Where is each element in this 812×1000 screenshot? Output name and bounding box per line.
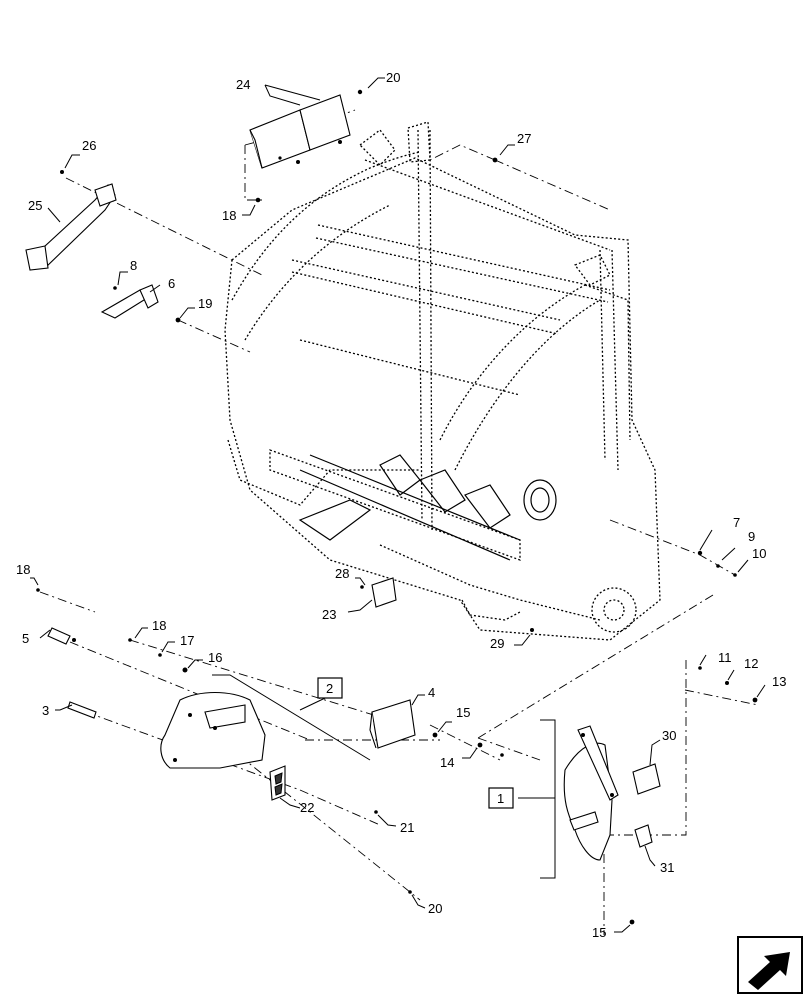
baler-frame xyxy=(224,121,661,641)
callout-21: 21 xyxy=(400,820,414,835)
callout-7: 7 xyxy=(733,515,740,530)
callout-3: 3 xyxy=(42,703,49,718)
callout-11: 11 xyxy=(718,650,732,665)
callout-25: 25 xyxy=(28,198,42,213)
decal-part-22 xyxy=(269,765,286,801)
callout-12: 12 xyxy=(744,656,758,671)
callout-28: 28 xyxy=(335,566,349,581)
boxed-callout-2: 2 xyxy=(317,677,343,699)
callout-20-bottom: 20 xyxy=(428,901,442,916)
next-page-arrow-icon[interactable] xyxy=(737,936,803,994)
shield-part-1 xyxy=(563,725,619,861)
callout-10: 10 xyxy=(752,546,766,561)
shield-plate-part-2 xyxy=(160,692,266,769)
callout-8: 8 xyxy=(130,258,137,273)
bracket-part-6 xyxy=(100,284,159,319)
pin-part-3 xyxy=(67,701,97,719)
arm-part-25 xyxy=(25,183,117,271)
callout-5: 5 xyxy=(22,631,29,646)
callout-20-top: 20 xyxy=(386,70,400,85)
callout-18-top: 18 xyxy=(222,208,236,223)
callout-24: 24 xyxy=(236,77,250,92)
callout-17: 17 xyxy=(180,633,194,648)
callout-15-bottom: 15 xyxy=(592,925,606,940)
callout-4: 4 xyxy=(428,685,435,700)
callout-29: 29 xyxy=(490,636,504,651)
callout-31: 31 xyxy=(660,860,674,875)
callout-27: 27 xyxy=(517,131,531,146)
callout-16: 16 xyxy=(208,650,222,665)
bracket-part-24 xyxy=(249,94,351,169)
callout-9: 9 xyxy=(748,529,755,544)
callout-13: 13 xyxy=(772,674,786,689)
rotor-assembly xyxy=(298,454,557,561)
boxed-callout-1: 1 xyxy=(488,787,514,809)
callout-14: 14 xyxy=(440,755,454,770)
assembly-lines xyxy=(39,109,759,935)
guard-part-4 xyxy=(369,699,416,749)
callout-18-left: 18 xyxy=(16,562,30,577)
callout-30: 30 xyxy=(662,728,676,743)
callout-26: 26 xyxy=(82,138,96,153)
callout-15-mid: 15 xyxy=(456,705,470,720)
leader-lines xyxy=(30,77,766,933)
boxed-callout-1-label: 1 xyxy=(497,791,504,806)
callout-labels: 20 24 26 27 25 18 8 6 19 7 9 10 18 28 23… xyxy=(16,70,786,940)
callout-23: 23 xyxy=(322,607,336,622)
boxed-callout-2-label: 2 xyxy=(326,681,333,696)
decal-part-30 xyxy=(632,763,661,795)
plate-part-23 xyxy=(371,577,397,608)
callout-19: 19 xyxy=(198,296,212,311)
clip-part-5 xyxy=(47,627,76,645)
hardware-bolts xyxy=(36,89,758,925)
decal-part-31 xyxy=(634,824,653,848)
callout-6: 6 xyxy=(168,276,175,291)
callout-22: 22 xyxy=(300,800,314,815)
callout-18-mid: 18 xyxy=(152,618,166,633)
